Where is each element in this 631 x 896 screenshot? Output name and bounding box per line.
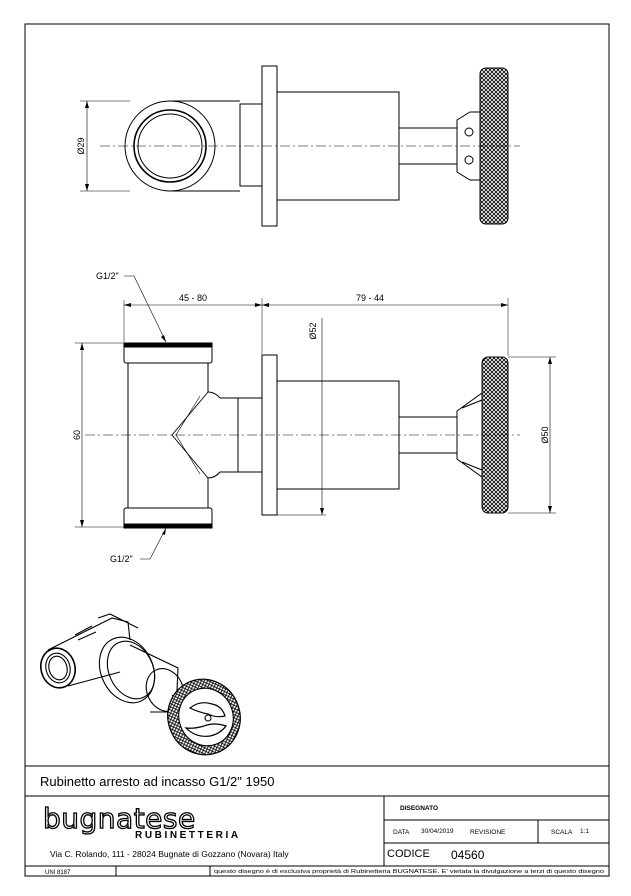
dim-d29-label: Ø29	[76, 137, 86, 154]
top-body-neck	[239, 103, 263, 187]
uni-standard: UNI 8187	[45, 870, 71, 876]
thread-label-top: G1/2"	[96, 271, 119, 281]
codice-value: 04560	[451, 848, 485, 862]
thread-label-bottom: G1/2"	[110, 554, 133, 564]
scala-value: 1:1	[580, 828, 589, 835]
revisione-label: REVISIONE	[470, 829, 506, 836]
dim-79-44-label: 79 - 44	[356, 293, 384, 303]
disegnato-label: DISEGNATO	[400, 805, 438, 812]
dim-d50-label: Ø50	[540, 426, 550, 443]
inlet-inner-ring	[133, 109, 207, 183]
dim-60-label: 60	[72, 430, 82, 440]
drawing-frame	[24, 23, 610, 877]
codice-label: CODICE	[387, 848, 430, 860]
isometric-view	[39, 613, 241, 756]
brand-subtitle: RUBINETTERIA	[135, 830, 241, 841]
data-label: DATA	[393, 829, 410, 836]
brand-logo: bugnatese	[43, 802, 196, 835]
scala-label: SCALA	[551, 829, 573, 836]
company-address: Via C. Rolando, 111 - 28024 Bugnate di G…	[50, 849, 289, 859]
product-title: Rubinetto arresto ad incasso G1/2" 1950	[40, 774, 274, 789]
dim-d52-label: Ø52	[308, 322, 318, 339]
dim-45-80-label: 45 - 80	[179, 293, 207, 303]
data-value: 30/04/2019	[421, 828, 454, 835]
ownership-disclaimer: questo disegno è di esclusiva proprietà …	[214, 869, 604, 875]
top-view	[80, 65, 520, 227]
title-block	[25, 765, 609, 876]
front-view	[75, 275, 556, 560]
